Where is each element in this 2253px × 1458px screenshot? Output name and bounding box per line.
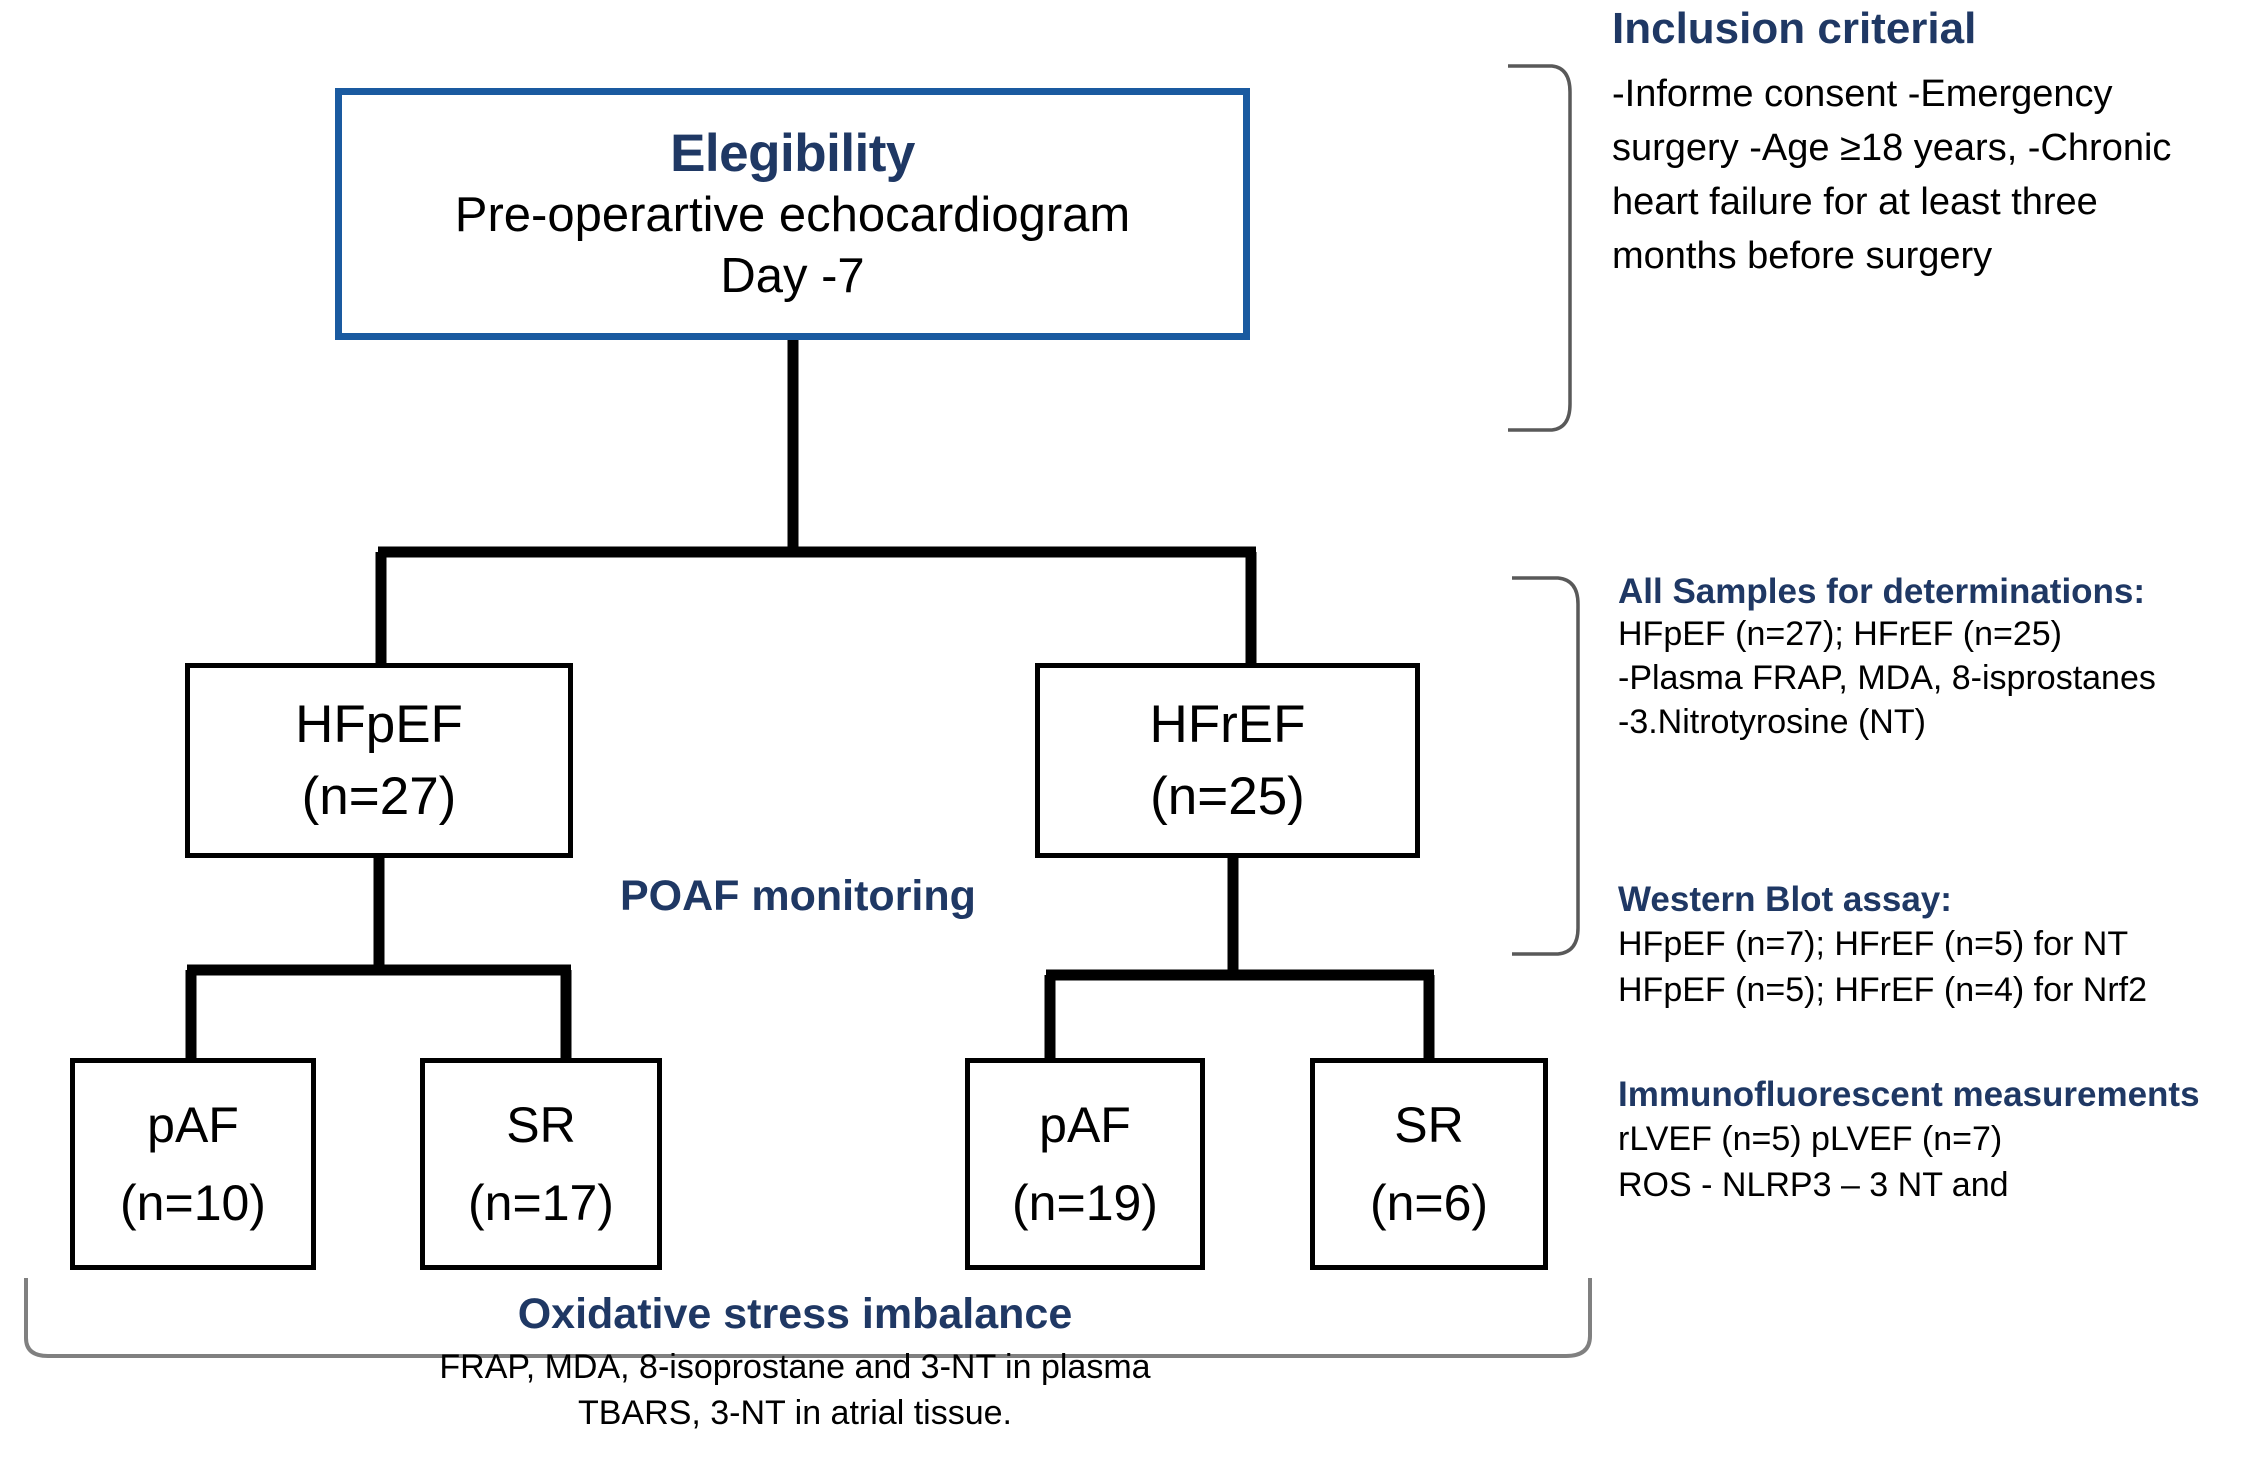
paf1-count: (n=10) — [120, 1175, 266, 1231]
paf1-label: pAF — [147, 1097, 239, 1153]
poaf-monitoring-label: POAF monitoring — [620, 872, 976, 920]
oxidative-line-1: FRAP, MDA, 8-isoprostane and 3-NT in pla… — [439, 1348, 1151, 1386]
eligibility-box: Elegibility Pre-operartive echocardiogra… — [335, 88, 1250, 340]
paf2-label: pAF — [1039, 1097, 1131, 1153]
hfpef-count: (n=27) — [301, 766, 457, 826]
sr2-label: SR — [1394, 1097, 1464, 1153]
immunofluorescent-line-2: ROS - NLRP3 – 3 NT and — [1618, 1166, 2009, 1205]
brace-samples — [1512, 576, 1580, 956]
oxidative-stress-details: FRAP, MDA, 8-isoprostane and 3-NT in pla… — [0, 1345, 1590, 1437]
sr1-count: (n=17) — [468, 1175, 614, 1231]
western-blot-line-1: HFpEF (n=7); HFrEF (n=5) for NT — [1618, 925, 2129, 963]
eligibility-line2: Pre-operartive echocardiogram — [454, 187, 1131, 242]
samples-line-1: HFpEF (n=27); HFrEF (n=25) — [1618, 615, 2063, 653]
hfpef-label: HFpEF — [295, 695, 463, 755]
hfref-label: HFrEF — [1149, 695, 1306, 755]
sr2-count: (n=6) — [1369, 1175, 1489, 1231]
immunofluorescent-line-1: rLVEF (n=5) pLVEF (n=7) — [1618, 1120, 2003, 1158]
inclusion-heading: Inclusion criterial — [1612, 4, 1977, 53]
immunofluorescent-heading: Immunofluorescent measurements — [1618, 1075, 2200, 1114]
leaf-box-paf-hfref: pAF (n=19) — [965, 1058, 1205, 1270]
western-blot-heading: Western Blot assay: — [1618, 880, 1952, 919]
oxidative-stress-title: Oxidative stress imbalance — [517, 1290, 1073, 1338]
leaf-box-sr-hfref: SR (n=6) — [1310, 1058, 1548, 1270]
group-box-hfref: HFrEF (n=25) — [1035, 663, 1420, 858]
sr1-label: SR — [506, 1097, 576, 1153]
samples-line-2: -Plasma FRAP, MDA, 8-isprostanes — [1618, 659, 2156, 698]
annotation-western-blot: Western Blot assay: HFpEF (n=7); HFrEF (… — [1618, 880, 2253, 1012]
inclusion-body: -Informe consent -Emergency surgery -Age… — [1612, 73, 2172, 277]
leaf-box-paf-hfpef: pAF (n=10) — [70, 1058, 316, 1270]
annotation-all-samples: All Samples for determinations: HFpEF (n… — [1618, 572, 2253, 745]
oxidative-line-2: TBARS, 3-NT in atrial tissue. — [578, 1393, 1012, 1432]
brace-inclusion — [1508, 64, 1572, 432]
western-blot-line-2: HFpEF (n=5); HFrEF (n=4) for Nrf2 — [1618, 971, 2147, 1010]
leaf-box-sr-hfpef: SR (n=17) — [420, 1058, 662, 1270]
samples-line-3: -3.Nitrotyrosine (NT) — [1618, 703, 1926, 742]
samples-heading: All Samples for determinations: — [1618, 572, 2146, 611]
group-box-hfpef: HFpEF (n=27) — [185, 663, 573, 858]
annotation-inclusion-criteria: Inclusion criterial -Informe consent -Em… — [1612, 4, 2242, 284]
eligibility-heading: Elegibility — [670, 124, 915, 184]
annotation-immunofluorescent: Immunofluorescent measurements rLVEF (n=… — [1618, 1075, 2253, 1207]
eligibility-line3: Day -7 — [720, 248, 865, 303]
paf2-count: (n=19) — [1012, 1175, 1158, 1231]
hfref-count: (n=25) — [1150, 766, 1305, 826]
